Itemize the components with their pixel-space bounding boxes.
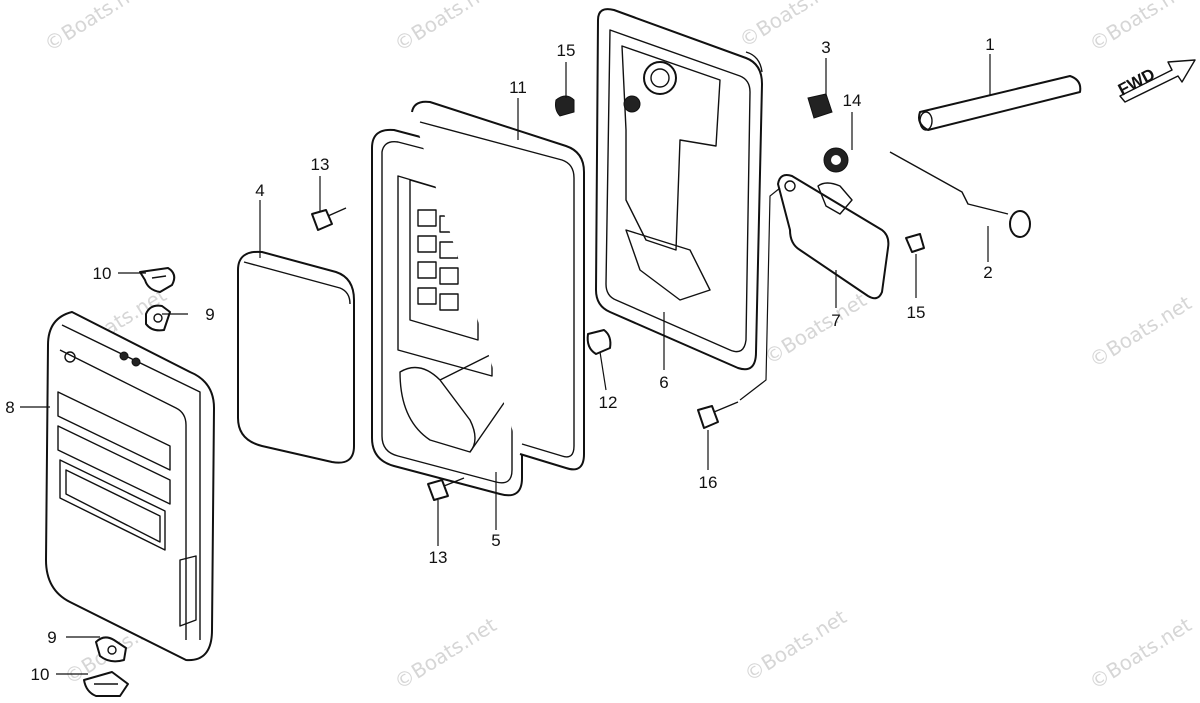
grommet (807, 93, 833, 119)
filter-element (237, 250, 355, 464)
callout-5: 5 (491, 531, 500, 550)
air-cleaner-cover (45, 311, 215, 662)
callout-15-lower: 15 (907, 303, 926, 322)
callout-13-upper: 13 (311, 155, 330, 174)
callout-1: 1 (985, 35, 994, 54)
bolt-upper (311, 207, 347, 231)
clip-set-top (139, 267, 176, 332)
callout-8: 8 (5, 398, 14, 417)
bolt-16 (697, 401, 739, 429)
clip-set-bottom (83, 636, 129, 697)
callout-3: 3 (821, 38, 830, 57)
watermark-text: ©Boats.net (40, 0, 151, 56)
nut-lower (905, 233, 925, 253)
air-cleaner-base (595, 8, 763, 371)
callout-2: 2 (983, 263, 992, 282)
watermark-text: ©Boats.net (760, 288, 871, 370)
callout-7: 7 (831, 311, 840, 330)
callout-14: 14 (843, 91, 862, 110)
callout-labels: 1 2 3 4 5 6 7 8 9 9 10 10 11 12 13 13 14… (5, 35, 994, 684)
nut-upper (555, 95, 575, 117)
callout-10-top: 10 (93, 264, 112, 283)
callout-6: 6 (659, 373, 668, 392)
callout-11: 11 (509, 78, 527, 97)
watermark-text: ©Boats.net (1085, 613, 1196, 695)
collar (586, 329, 612, 355)
callout-15-upper: 15 (557, 41, 576, 60)
callout-4: 4 (255, 181, 264, 200)
rod (889, 151, 1031, 238)
breather-tube (918, 75, 1082, 131)
forward-arrow-icon: FWD (1115, 59, 1196, 103)
bracket (777, 147, 890, 300)
callout-13-lower: 13 (429, 548, 448, 567)
watermark-text: ©Boats.net (1085, 0, 1196, 56)
forward-label: FWD (1115, 65, 1158, 100)
watermark-text: ©Boats.net (390, 613, 501, 695)
callout-9-top: 9 (205, 305, 214, 324)
watermark-text: ©Boats.net (1085, 291, 1196, 373)
leader-lines (20, 54, 991, 675)
watermark-text: ©Boats.net (740, 605, 851, 687)
callout-16: 16 (699, 473, 718, 492)
gasket (411, 100, 585, 471)
bolt-lower (427, 477, 465, 501)
callout-12: 12 (599, 393, 618, 412)
watermark-text: ©Boats.net (390, 0, 501, 56)
callout-9-bottom: 9 (47, 628, 56, 647)
callout-10-bottom: 10 (31, 665, 50, 684)
